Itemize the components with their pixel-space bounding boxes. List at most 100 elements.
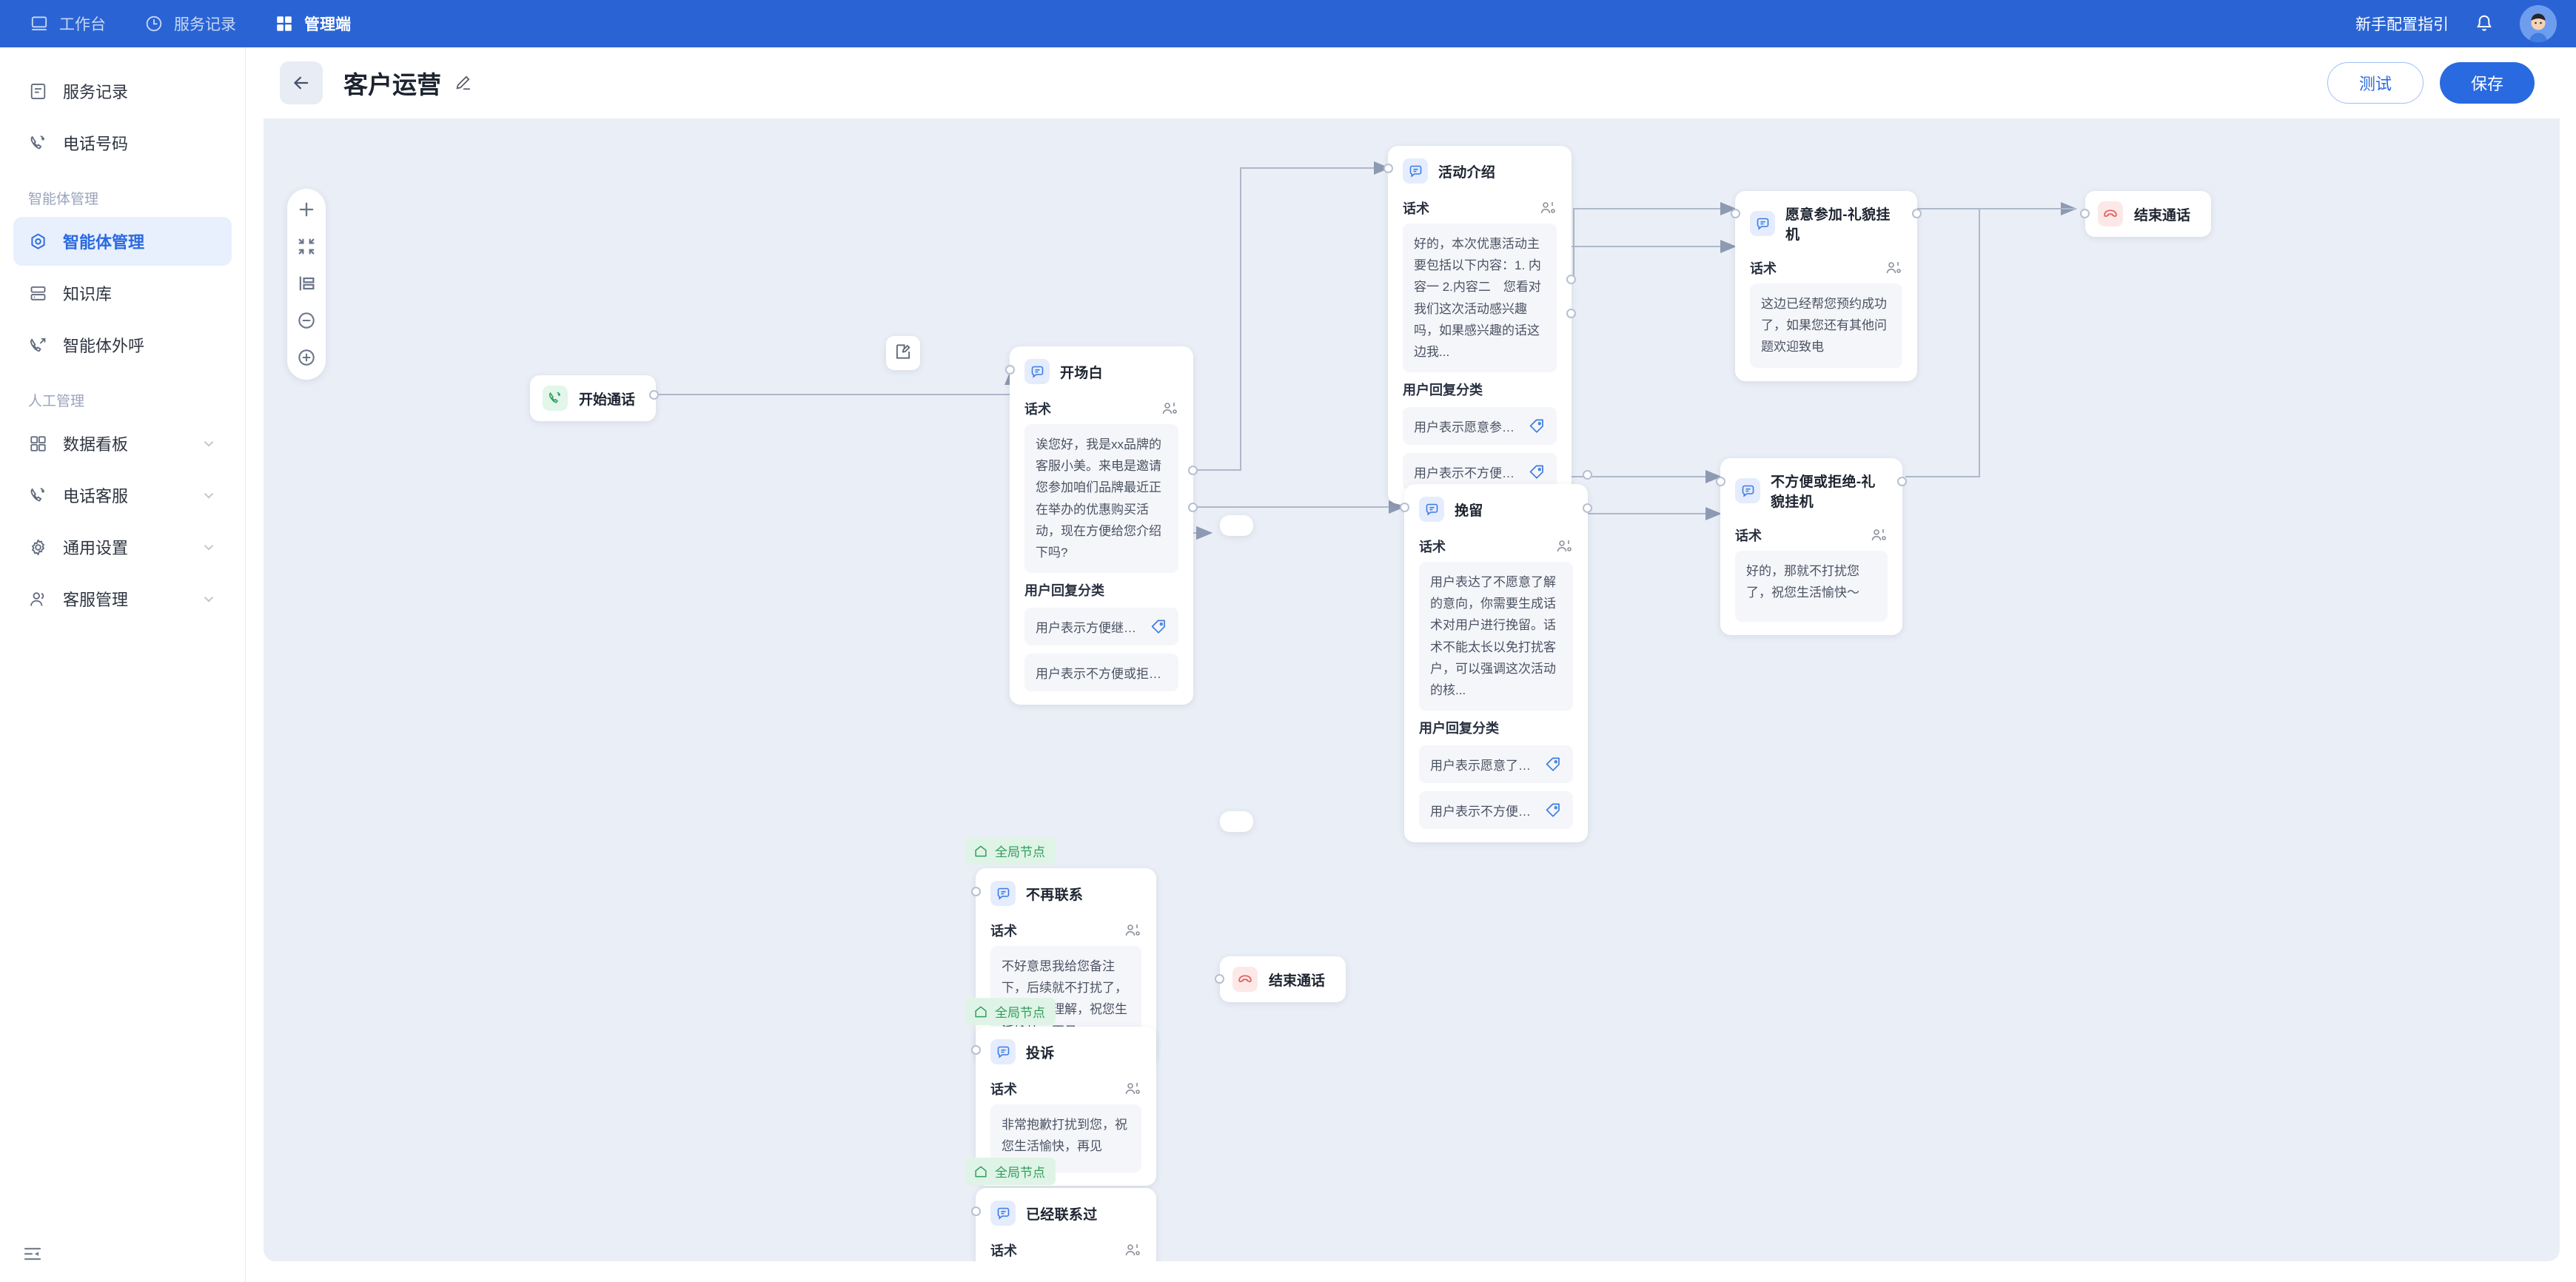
port-out-intro-1[interactable]: [1566, 275, 1576, 284]
speech-section-row: 话术: [990, 1079, 1141, 1098]
sidebar-item-general-settings[interactable]: 通用设置: [13, 523, 232, 571]
canvas-inner: 开始通话 开场白 话术: [264, 71, 2560, 1261]
port-in-retain[interactable]: [1400, 503, 1409, 512]
reply-branch[interactable]: 用户表示方便继续沟通，例如：...: [1024, 608, 1178, 646]
sidebar-item-knowledge-base[interactable]: 知识库: [13, 269, 232, 318]
reply-branch[interactable]: 用户表示愿意了解，例如：好的...: [1419, 745, 1573, 784]
node-refuse-hangup[interactable]: 不方便或拒绝-礼貌挂机 话术 好的，那就不打扰您了，祝您生活愉快～: [1720, 458, 1902, 635]
note-node[interactable]: [886, 336, 920, 370]
reply-branch[interactable]: 用户表示不方便或者拒绝，例如...: [1419, 791, 1573, 830]
tag-icon[interactable]: [1528, 463, 1546, 481]
speech-section-label: 话术: [1403, 201, 1429, 216]
voice-settings-icon[interactable]: [1539, 199, 1557, 217]
home-icon: [973, 1004, 988, 1019]
voice-settings-icon[interactable]: [1124, 1241, 1141, 1259]
topnav-item-service-records[interactable]: 服务记录: [144, 0, 236, 47]
sidebar-item-label: 知识库: [63, 285, 113, 303]
save-button[interactable]: 保存: [2439, 62, 2535, 104]
chevron-down-icon[interactable]: [201, 591, 217, 607]
sidebar-item-agent-management-staff[interactable]: 客服管理: [13, 574, 232, 623]
tag-icon[interactable]: [1544, 802, 1562, 819]
voice-settings-icon[interactable]: [1124, 922, 1141, 939]
fit-screen-icon[interactable]: [296, 236, 317, 257]
port-in-complaint[interactable]: [971, 1045, 981, 1055]
port-out-opening-2[interactable]: [1188, 503, 1198, 512]
port-out-retain-1[interactable]: [1583, 470, 1592, 480]
topnav-item-admin[interactable]: 管理端: [275, 0, 351, 47]
port-in-end-top[interactable]: [2080, 209, 2090, 218]
port-out-start[interactable]: [649, 390, 659, 400]
port-out-intro-2[interactable]: [1566, 309, 1576, 318]
avatar[interactable]: [2520, 5, 2557, 42]
phone-green-icon: [543, 386, 568, 411]
plus-circle-icon[interactable]: [296, 347, 317, 368]
sidebar-item-service-records[interactable]: 服务记录: [13, 67, 232, 115]
node-header: 不再联系: [976, 868, 1156, 910]
port-in-already-contacted[interactable]: [971, 1207, 981, 1216]
port-in-end-bottom[interactable]: [1215, 974, 1224, 984]
chevron-down-icon[interactable]: [201, 487, 217, 503]
voice-settings-icon[interactable]: [1124, 1080, 1141, 1098]
node-opening[interactable]: 开场白 话术 诶您好，我是xx品牌的客服小美。来电是邀请您参加咱们品牌最近正在举…: [1010, 346, 1193, 705]
chevron-down-icon[interactable]: [201, 539, 217, 555]
tag-icon[interactable]: [1544, 756, 1562, 773]
reply-branch[interactable]: 用户表示愿意参加，例如：好的...: [1403, 407, 1557, 446]
node-title: 不再联系: [1026, 887, 1084, 903]
node-activity-intro[interactable]: 活动介绍 话术 好的，本次优惠活动主要包括以下内容：1. 内容一 2.内容二 您…: [1388, 146, 1572, 505]
node-end-call-bottom[interactable]: 结束通话: [1220, 956, 1346, 1002]
node-start-call[interactable]: 开始通话: [530, 375, 657, 421]
topnav-item-workbench[interactable]: 工作台: [30, 0, 106, 47]
reply-section-row: 用户回复分类: [1024, 580, 1178, 600]
canvas-toolbar[interactable]: [287, 189, 326, 380]
speech-text: 用户表达了不愿意了解的意向，你需要生成话术对用户进行挽留。话术不能太长以免打扰客…: [1419, 562, 1573, 711]
tag-icon[interactable]: [1150, 618, 1167, 636]
sidebar-item-agent-management[interactable]: 智能体管理: [13, 217, 232, 266]
sidebar-item-phone-number[interactable]: 电话号码: [13, 118, 232, 167]
sidebar-item-agent-outbound[interactable]: 智能体外呼: [13, 320, 232, 369]
node-end-call-bottom-offset: [1220, 515, 1253, 536]
chat-bubble-icon: [1750, 211, 1775, 236]
port-in-refuse[interactable]: [1716, 477, 1725, 486]
reply-branch[interactable]: 用户表示不方便或拒绝沟通，例如：...: [1024, 654, 1178, 692]
node-complaint[interactable]: 投诉 话术 非常抱歉打扰到您，祝您生活愉快，再见: [976, 1027, 1156, 1186]
hexagon-icon: [28, 232, 48, 252]
back-button[interactable]: [280, 61, 323, 104]
sidebar-item-phone-service[interactable]: 电话客服: [13, 471, 232, 520]
port-in-willing[interactable]: [1731, 209, 1740, 218]
bell-icon[interactable]: [2474, 13, 2495, 34]
port-out-retain-2[interactable]: [1583, 503, 1592, 513]
align-icon[interactable]: [296, 273, 317, 294]
reply-text: 用户表示愿意了解，例如：好的...: [1430, 759, 1537, 773]
node-body: 话术 用户表达了不愿意了解的意向，你需要生成话术对用户进行挽留。话术不能太长以免…: [1404, 526, 1588, 842]
pencil-icon[interactable]: [453, 73, 472, 93]
flow-canvas[interactable]: 开始通话 开场白 话术: [264, 71, 2560, 1261]
node-already-contacted[interactable]: 已经联系过 话术 那抱歉打扰您了，期待您的到来，祝您生活愉快，再见: [976, 1188, 1156, 1261]
tag-icon[interactable]: [1528, 417, 1546, 435]
node-retain[interactable]: 挽留 话术 用户表达了不愿意了解的意向，你需要生成话术对用户进行挽留。话术不能太…: [1404, 484, 1588, 843]
voice-settings-icon[interactable]: [1870, 526, 1888, 544]
node-title: 开始通话: [579, 392, 636, 408]
port-in-no-contact[interactable]: [971, 887, 981, 896]
sidebar-item-dashboard[interactable]: 数据看板: [13, 419, 232, 468]
monitor-icon: [30, 14, 49, 33]
topnav-label: 服务记录: [174, 16, 236, 33]
minus-circle-icon[interactable]: [296, 310, 317, 331]
voice-settings-icon[interactable]: [1161, 400, 1178, 417]
plus-icon[interactable]: [296, 199, 317, 220]
home-icon: [973, 1164, 988, 1179]
grid-icon: [275, 14, 294, 33]
port-in-opening[interactable]: [1005, 365, 1015, 375]
clock-icon: [144, 14, 164, 33]
setup-guide-button[interactable]: 新手配置指引: [2346, 13, 2449, 44]
chevron-down-icon[interactable]: [201, 435, 217, 452]
port-out-refuse[interactable]: [1897, 477, 1907, 486]
voice-settings-icon[interactable]: [1885, 259, 1902, 277]
node-willing-hangup[interactable]: 愿意参加-礼貌挂机 话术 这边已经帮您预约成功了，如果您还有其他问题欢迎致电: [1735, 191, 1917, 381]
port-out-opening-1[interactable]: [1188, 466, 1198, 475]
voice-settings-icon[interactable]: [1555, 537, 1573, 555]
port-out-willing[interactable]: [1912, 209, 1922, 218]
port-in-intro[interactable]: [1383, 164, 1393, 173]
node-end-call-top[interactable]: 结束通话: [2085, 191, 2212, 237]
collapse-sidebar-icon[interactable]: [18, 1239, 47, 1269]
test-button[interactable]: 测试: [2327, 62, 2424, 104]
